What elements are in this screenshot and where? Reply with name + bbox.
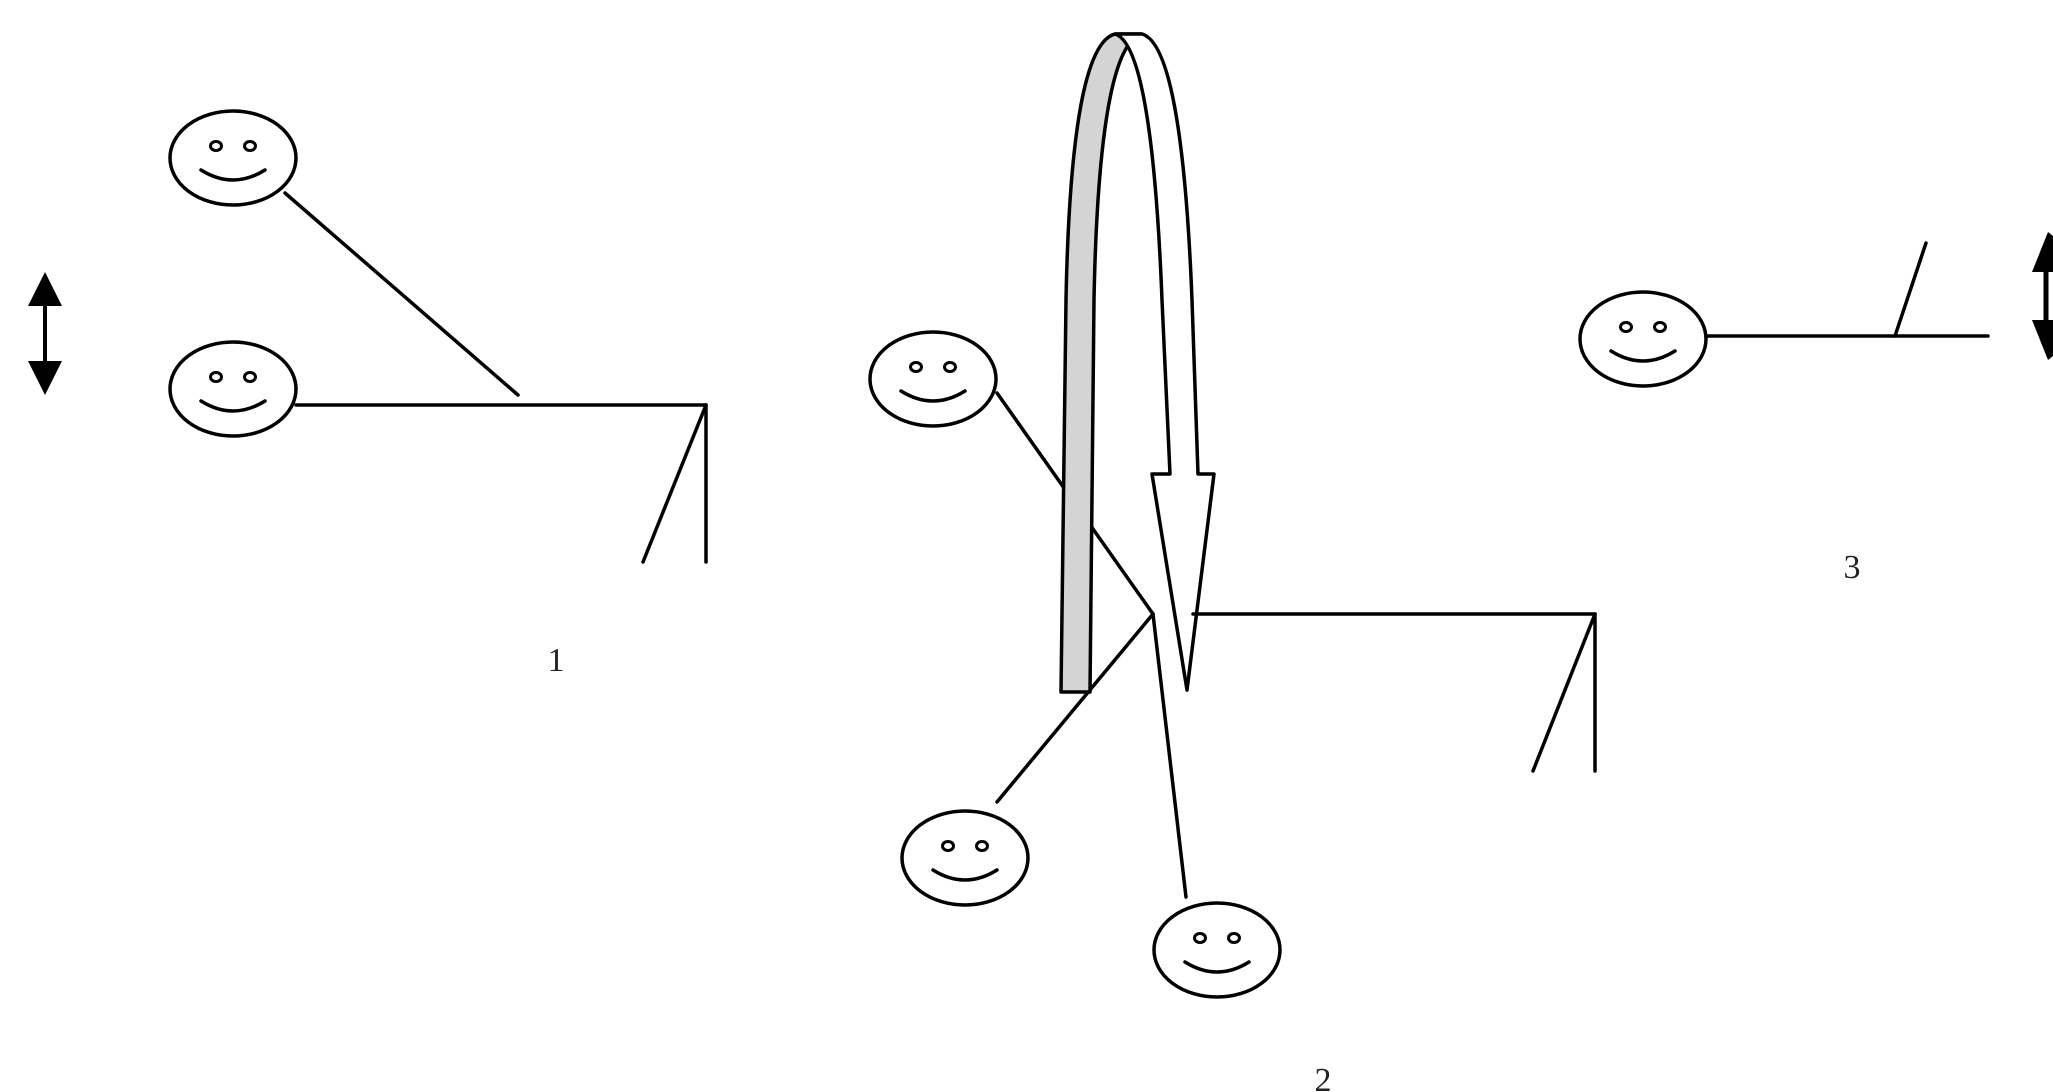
panel-3-label: 3 [1844, 549, 1861, 586]
panel-2: 2 [868, 32, 1597, 1092]
rod-to-lower-left-face [995, 612, 1155, 804]
rod-to-lower-right-face [1151, 612, 1188, 899]
top-smiley-face-icon [868, 330, 998, 428]
double-headed-vertical-arrow-icon [2032, 232, 2053, 360]
rod-handle [1531, 612, 1597, 773]
rod-handle [641, 403, 708, 564]
lower-right-smiley-face-icon [1152, 901, 1282, 999]
upper-rod [283, 191, 520, 397]
lower-left-smiley-face-icon [900, 809, 1030, 907]
panel-1: 1 [28, 109, 708, 679]
double-headed-vertical-arrow-icon [28, 272, 62, 395]
upper-smiley-face-icon [168, 109, 298, 207]
curved-rotation-arrow-icon [1059, 32, 1216, 694]
panel-3: 3 [1578, 232, 2053, 586]
smiley-face-icon [1578, 290, 1708, 388]
panel-2-label: 2 [1315, 1062, 1332, 1092]
angled-handle [1893, 241, 1928, 338]
panel-1-label: 1 [548, 642, 565, 679]
lower-smiley-face-icon [168, 340, 298, 438]
